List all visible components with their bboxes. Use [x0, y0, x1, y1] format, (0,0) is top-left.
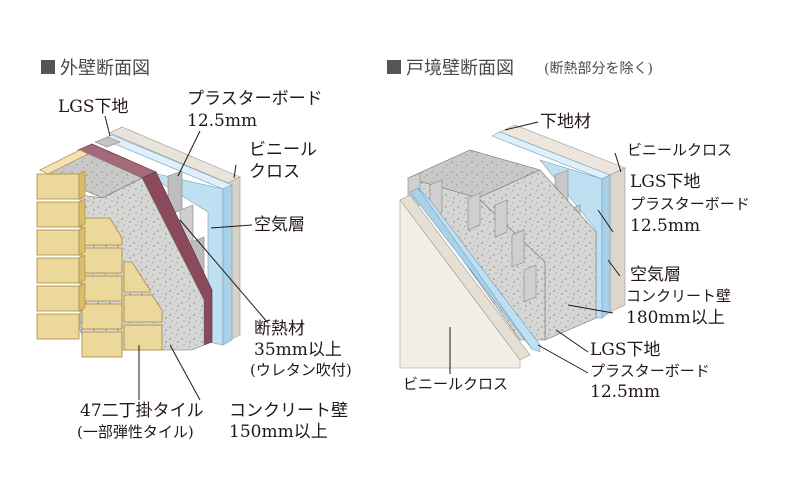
label-insulation: 断熱材 [254, 319, 305, 339]
label-insulation-thickness: 35mm以上 [254, 340, 342, 360]
label-board-bottom: プラスターボード [590, 362, 710, 380]
right-panel-title: 戸境壁断面図 [406, 58, 514, 79]
label-concrete-right-thickness: 180mm以上 [626, 308, 725, 328]
right-leader-lines [449, 121, 622, 374]
label-board-top: プラスターボード [630, 195, 750, 213]
title-square-icon [41, 60, 55, 74]
label-tile-note: (一部弾性タイル) [77, 423, 194, 441]
label-lgs-bottom: LGS下地 [590, 340, 661, 360]
label-vinyl-cloth-bottom: ビニールクロス [403, 375, 508, 393]
left-panel-title: 外壁断面図 [60, 58, 150, 79]
label-plaster-board: プラスターボード [187, 89, 323, 109]
label-tile: 47二丁掛タイル [80, 401, 204, 421]
label-vinyl-cloth-top: ビニールクロス [627, 141, 732, 159]
label-board-bottom-thickness: 12.5mm [590, 382, 660, 402]
label-vinyl-cloth: ビニール [249, 140, 317, 160]
label-concrete-thickness: 150mm以上 [229, 422, 328, 442]
label-base-material: 下地材 [540, 112, 591, 132]
left-leader-lines [104, 115, 269, 401]
label-plaster-board-thickness: 12.5mm [187, 111, 257, 131]
label-concrete: コンクリート壁 [229, 401, 348, 421]
back-plaster-board [491, 131, 611, 319]
front-plaster-board [409, 187, 541, 353]
party-wall-section: 戸境壁断面図 (断熱部分を除く) [387, 58, 750, 402]
label-lgs-top: LGS下地 [630, 172, 701, 192]
label-lgs: LGS下地 [58, 97, 129, 117]
front-vinyl-cloth [399, 194, 531, 369]
title-square-icon-right [387, 60, 401, 74]
label-board-top-thickness: 12.5mm [630, 216, 700, 236]
right-panel-title-note: (断熱部分を除く) [544, 61, 653, 77]
lgs-studs [94, 136, 205, 278]
label-concrete-right: コンクリート壁 [626, 287, 731, 305]
exterior-wall-section: 外壁断面図 [36, 58, 352, 442]
plaster-board-layer [102, 134, 233, 346]
label-air-layer-right: 空気層 [630, 265, 681, 285]
label-vinyl-cloth-2: クロス [249, 162, 300, 182]
label-insulation-type: (ウレタン吹付) [250, 361, 352, 379]
label-air-layer: 空気層 [254, 215, 305, 235]
tile-layer [36, 149, 163, 358]
